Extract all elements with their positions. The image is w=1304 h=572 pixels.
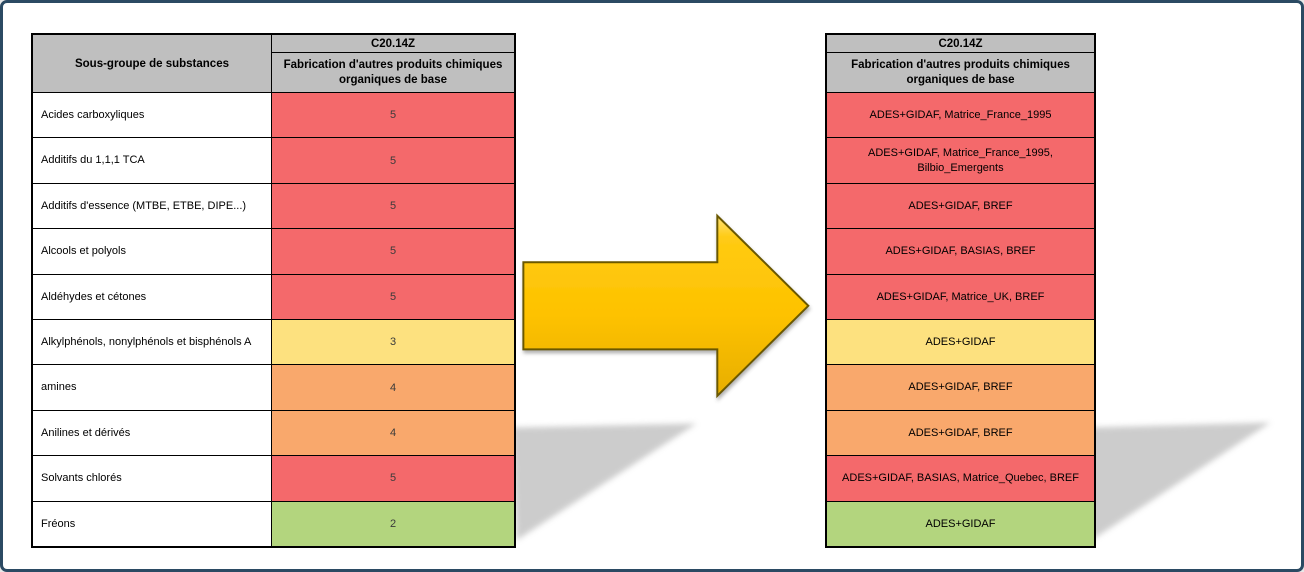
table-row: Additifs d'essence (MTBE, ETBE, DIPE...)… [33, 182, 514, 229]
substance-label: Aldéhydes et cétones [33, 274, 272, 320]
substance-label: Solvants chlorés [33, 456, 272, 501]
naf-code-header: C20.14Z [272, 35, 514, 53]
sources-cell: ADES+GIDAF, BREF [827, 182, 1094, 229]
sources-cell: ADES+GIDAF, Matrice_France_1995 [827, 93, 1094, 138]
score-cell: 4 [272, 410, 514, 456]
table-row: Solvants chlorés 5 [33, 455, 514, 501]
substance-label: Acides carboxyliques [33, 93, 272, 138]
data-sources-table: C20.14Z Fabrication d'autres produits ch… [825, 33, 1096, 548]
sources-cell: ADES+GIDAF [827, 500, 1094, 547]
sources-cell: ADES+GIDAF, Matrice_UK, BREF [827, 273, 1094, 320]
table-row: Alkylphénols, nonylphénols et bisphénols… [33, 319, 514, 365]
substance-score-table: Sous-groupe de substances C20.14Z Fabric… [31, 33, 516, 548]
table-row: Additifs du 1,1,1 TCA 5 [33, 137, 514, 183]
right-table-perspective-shadow [1086, 422, 1271, 541]
transform-right-arrow [522, 213, 810, 399]
left-table-header: Sous-groupe de substances C20.14Z Fabric… [33, 35, 514, 93]
score-cell: 5 [272, 229, 514, 274]
substance-label: Additifs du 1,1,1 TCA [33, 138, 272, 183]
score-cell: 2 [272, 501, 514, 547]
table-row: amines 4 [33, 364, 514, 410]
score-cell: 3 [272, 320, 514, 365]
substance-label: Fréons [33, 501, 272, 547]
naf-code-header: C20.14Z [827, 35, 1094, 53]
sources-cell: ADES+GIDAF [827, 319, 1094, 365]
score-cell: 5 [272, 456, 514, 501]
sources-cell: ADES+GIDAF, BREF [827, 364, 1094, 410]
substance-label: Anilines et dérivés [33, 410, 272, 456]
table-row: Aldéhydes et cétones 5 [33, 273, 514, 320]
substance-label: amines [33, 365, 272, 410]
substance-label: Additifs d'essence (MTBE, ETBE, DIPE...) [33, 183, 272, 229]
activity-name-header: Fabrication d'autres produits chimiques … [283, 59, 503, 86]
score-cell: 5 [272, 274, 514, 320]
column-header-substances: Sous-groupe de substances [33, 35, 272, 92]
substance-label: Alkylphénols, nonylphénols et bisphénols… [33, 320, 272, 365]
right-table-header: C20.14Z Fabrication d'autres produits ch… [827, 35, 1094, 93]
sources-cell: ADES+GIDAF, Matrice_France_1995, Bilbio_… [827, 137, 1094, 183]
table-row: Acides carboxyliques 5 [33, 93, 514, 138]
table-row: Anilines et dérivés 4 [33, 409, 514, 456]
activity-name-header: Fabrication d'autres produits chimiques … [851, 59, 1070, 86]
score-cell: 5 [272, 183, 514, 229]
table-row: Fréons 2 [33, 500, 514, 547]
sources-cell: ADES+GIDAF, BASIAS, Matrice_Quebec, BREF [827, 455, 1094, 501]
sources-cell: ADES+GIDAF, BASIAS, BREF [827, 228, 1094, 274]
column-header-activity: C20.14Z Fabrication d'autres produits ch… [272, 35, 514, 92]
score-cell: 4 [272, 365, 514, 410]
score-cell: 5 [272, 138, 514, 183]
table-row: Alcools et polyols 5 [33, 228, 514, 274]
sources-cell: ADES+GIDAF, BREF [827, 409, 1094, 456]
score-cell: 5 [272, 93, 514, 138]
left-table-perspective-shadow [512, 423, 697, 541]
substance-label: Alcools et polyols [33, 229, 272, 274]
